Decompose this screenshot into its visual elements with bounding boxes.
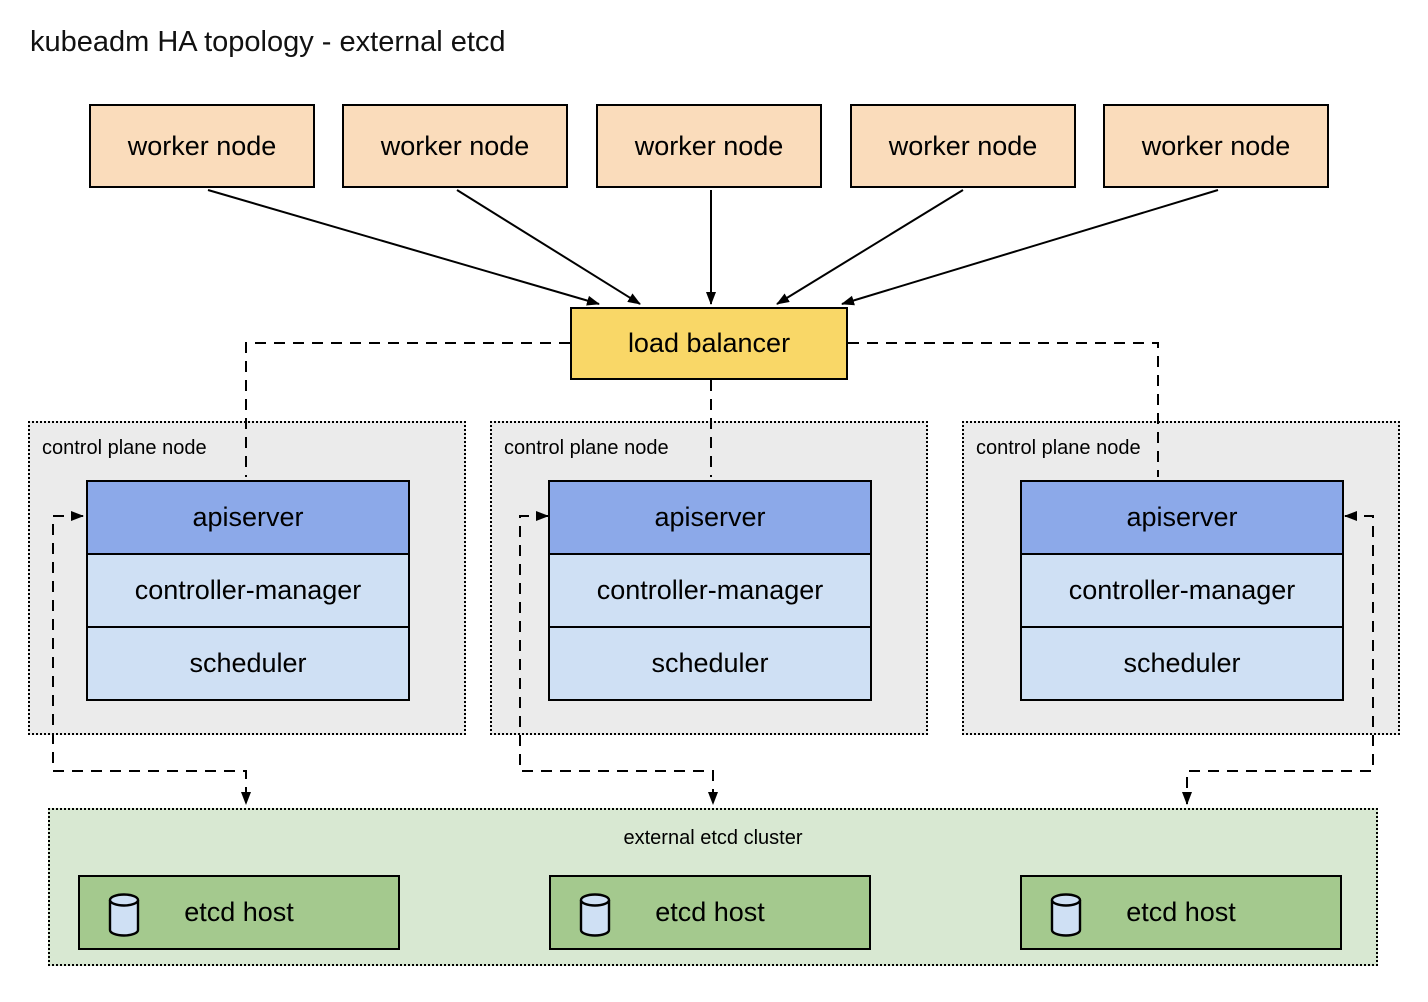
worker-node-label: worker node bbox=[888, 130, 1038, 161]
diagram-title: kubeadm HA topology - external etcd bbox=[30, 26, 506, 58]
control-plane-label: control plane node bbox=[504, 437, 669, 459]
apiserver-label: apiserver bbox=[1126, 502, 1238, 532]
load-balancer-box: load balancer bbox=[570, 307, 848, 380]
etcd-cluster-label: external etcd cluster bbox=[623, 827, 803, 849]
scheduler-box: scheduler bbox=[548, 626, 872, 701]
control-plane-1-components: apiserver controller-manager scheduler bbox=[86, 480, 410, 701]
scheduler-label: scheduler bbox=[1123, 648, 1241, 678]
database-cylinder-icon bbox=[108, 893, 140, 937]
etcd-host-3: etcd host bbox=[1020, 875, 1342, 950]
apiserver-box: apiserver bbox=[86, 480, 410, 555]
arrow-worker1-to-lb bbox=[207, 189, 600, 306]
load-balancer-label: load balancer bbox=[627, 328, 791, 358]
controller-manager-box: controller-manager bbox=[86, 553, 410, 628]
control-plane-node-1: control plane node apiserver controller-… bbox=[28, 421, 466, 735]
control-plane-3-components: apiserver controller-manager scheduler bbox=[1020, 480, 1344, 701]
scheduler-label: scheduler bbox=[189, 648, 307, 678]
worker-node-5: worker node bbox=[1103, 104, 1329, 188]
scheduler-label: scheduler bbox=[651, 648, 769, 678]
etcd-host-label: etcd host bbox=[184, 897, 294, 927]
etcd-host-label: etcd host bbox=[1126, 897, 1236, 927]
controller-manager-label: controller-manager bbox=[596, 575, 824, 605]
control-plane-node-3: control plane node apiserver controller-… bbox=[962, 421, 1400, 735]
worker-node-label: worker node bbox=[127, 130, 277, 161]
worker-node-1: worker node bbox=[89, 104, 315, 188]
controller-manager-box: controller-manager bbox=[548, 553, 872, 628]
controller-manager-label: controller-manager bbox=[134, 575, 362, 605]
apiserver-box: apiserver bbox=[1020, 480, 1344, 555]
database-cylinder-icon bbox=[1050, 893, 1082, 937]
control-plane-2-components: apiserver controller-manager scheduler bbox=[548, 480, 872, 701]
database-cylinder-icon bbox=[579, 893, 611, 937]
apiserver-label: apiserver bbox=[654, 502, 766, 532]
controller-manager-label: controller-manager bbox=[1068, 575, 1296, 605]
worker-node-label: worker node bbox=[380, 130, 530, 161]
scheduler-box: scheduler bbox=[1020, 626, 1344, 701]
etcd-host-1: etcd host bbox=[78, 875, 400, 950]
control-plane-label: control plane node bbox=[976, 437, 1141, 459]
scheduler-box: scheduler bbox=[86, 626, 410, 701]
control-plane-label: control plane node bbox=[42, 437, 207, 459]
worker-node-4: worker node bbox=[850, 104, 1076, 188]
etcd-host-label: etcd host bbox=[655, 897, 765, 927]
apiserver-label: apiserver bbox=[192, 502, 304, 532]
apiserver-box: apiserver bbox=[548, 480, 872, 555]
controller-manager-box: controller-manager bbox=[1020, 553, 1344, 628]
arrow-worker5-to-lb bbox=[841, 189, 1219, 306]
arrow-worker2-to-lb bbox=[456, 189, 641, 305]
arrow-worker4-to-lb bbox=[776, 189, 964, 305]
worker-node-label: worker node bbox=[1141, 130, 1291, 161]
worker-node-2: worker node bbox=[342, 104, 568, 188]
etcd-host-2: etcd host bbox=[549, 875, 871, 950]
worker-node-3: worker node bbox=[596, 104, 822, 188]
control-plane-node-2: control plane node apiserver controller-… bbox=[490, 421, 928, 735]
worker-node-label: worker node bbox=[634, 130, 784, 161]
